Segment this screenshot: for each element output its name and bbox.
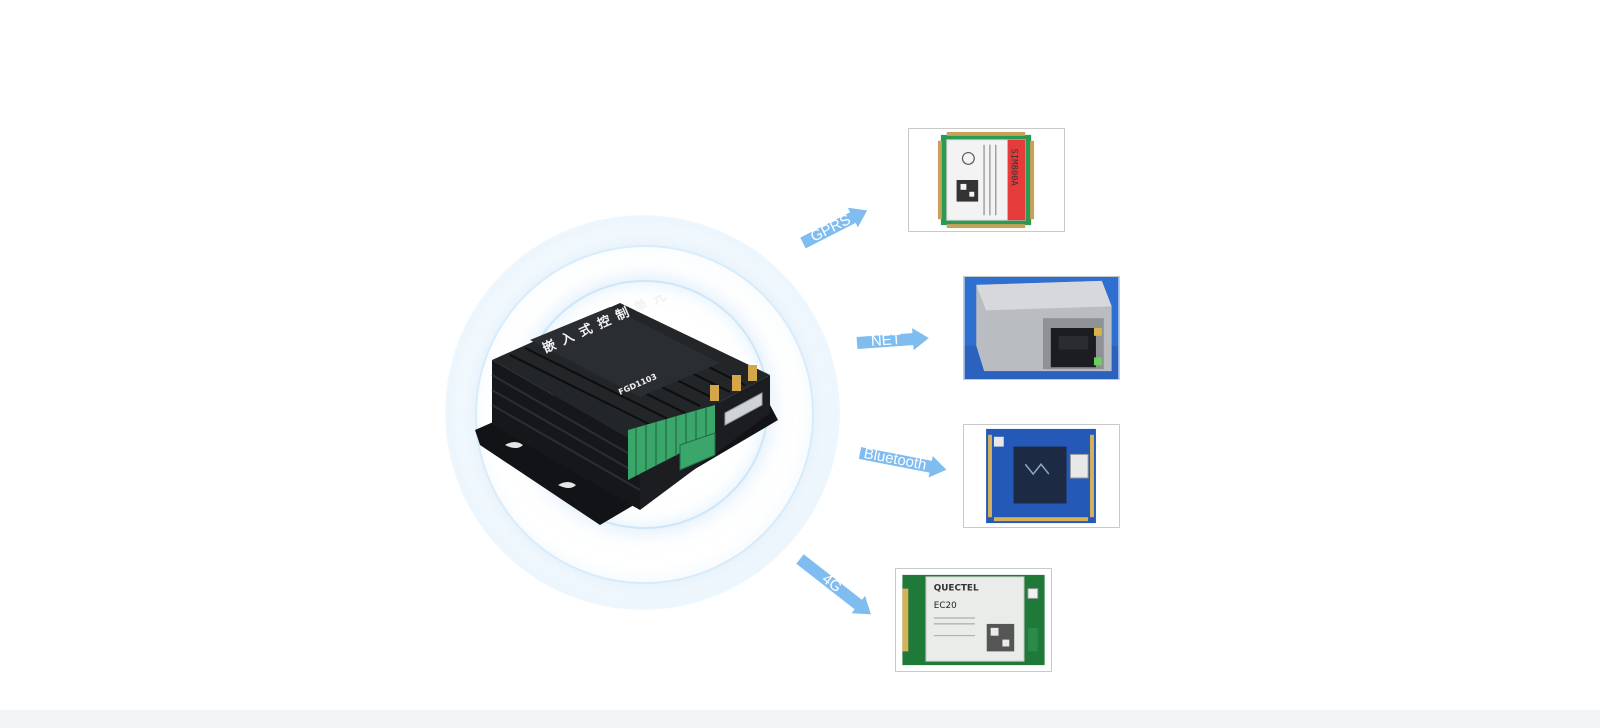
gprs-module-card: SIM800A [908,128,1065,232]
bluetooth-arrow: Bluetooth [858,442,949,480]
gprs-module-image: SIM800A [937,131,1035,229]
footer-band [0,710,1600,728]
gprs-label: GPRS [807,211,854,246]
bluetooth-label: Bluetooth [862,444,928,474]
4g-chip-label: EC20 [934,601,957,611]
embedded-control-unit: 嵌入式控制单元 FGD1103 [470,285,790,530]
bluetooth-module-image [986,428,1096,524]
net-label: NET [870,330,902,351]
bluetooth-module-card [963,424,1120,528]
4g-module-card: QUECTEL EC20 [895,568,1052,672]
gprs-chip-label: SIM800A [1009,149,1019,187]
gprs-arrow: GPRS [798,201,872,253]
4g-arrow: 4G [793,550,877,623]
4g-brand: QUECTEL [934,584,979,594]
ethernet-port-image [964,277,1119,379]
net-arrow: NET [856,327,929,354]
4g-module-image: QUECTEL EC20 [902,574,1045,666]
net-module-card [963,276,1120,380]
